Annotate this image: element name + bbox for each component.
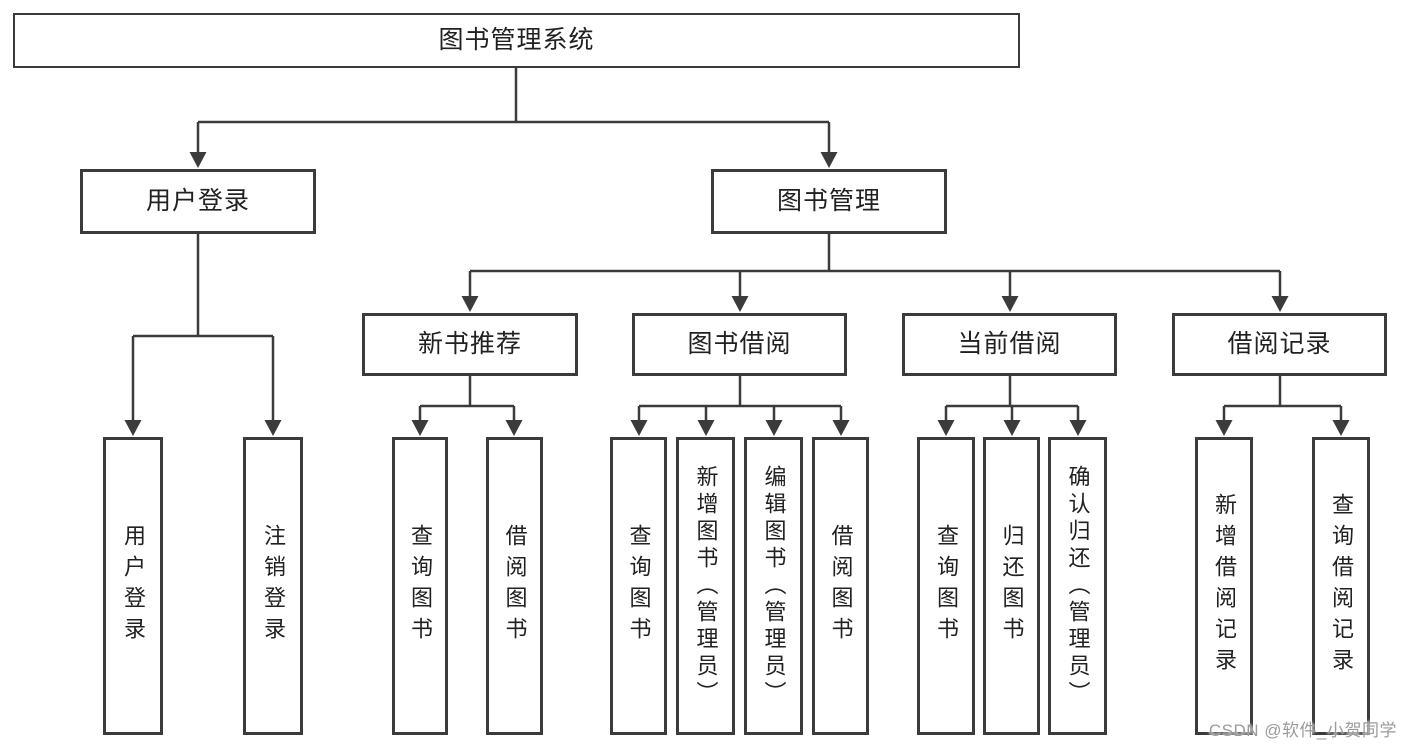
leaf-borrow-books-borrowing: 借阅图书 xyxy=(812,437,869,735)
leaf-borrow-books-borrowing-label: 借阅图书 xyxy=(828,524,854,648)
node-book-management: 图书管理 xyxy=(711,169,947,234)
node-current-borrowing-label: 当前借阅 xyxy=(957,330,1062,358)
leaf-add-books-admin-label: 新增图书（管理员） xyxy=(693,464,719,708)
leaf-edit-books-admin: 编辑图书（管理员） xyxy=(744,437,803,735)
leaf-query-books-recommend-label: 查询图书 xyxy=(408,524,433,648)
node-user-login: 用户登录 xyxy=(80,169,316,234)
leaf-query-books-borrowing: 查询图书 xyxy=(610,437,667,735)
node-new-book-recommendation-label: 新书推荐 xyxy=(417,330,522,358)
leaf-query-books-current: 查询图书 xyxy=(917,437,975,735)
node-book-borrowing-label: 图书借阅 xyxy=(687,330,792,358)
leaf-user-login: 用户登录 xyxy=(103,437,163,735)
leaf-edit-books-admin-label: 编辑图书（管理员） xyxy=(761,464,787,708)
node-book-borrowing: 图书借阅 xyxy=(632,313,847,376)
leaf-logout-login-label: 注销登录 xyxy=(261,524,286,648)
arrowheads xyxy=(124,152,1350,436)
node-current-borrowing: 当前借阅 xyxy=(902,313,1117,376)
leaf-add-borrow-record-label: 新增借阅记录 xyxy=(1212,493,1237,679)
leaf-return-books: 归还图书 xyxy=(983,437,1040,735)
leaf-query-books-borrowing-label: 查询图书 xyxy=(626,524,652,648)
leaf-return-books-label: 归还图书 xyxy=(999,524,1025,648)
leaf-query-books-recommend: 查询图书 xyxy=(392,437,448,735)
node-user-login-label: 用户登录 xyxy=(145,187,250,215)
leaf-query-borrow-record-label: 查询借阅记录 xyxy=(1329,493,1354,679)
leaf-add-borrow-record: 新增借阅记录 xyxy=(1195,437,1253,735)
node-borrowing-records-label: 借阅记录 xyxy=(1227,330,1332,358)
leaf-query-books-current-label: 查询图书 xyxy=(934,524,959,648)
leaf-borrow-books-recommend-label: 借阅图书 xyxy=(502,524,528,648)
node-root-system-label: 图书管理系统 xyxy=(438,26,595,54)
leaf-logout-login: 注销登录 xyxy=(243,437,303,735)
leaf-add-books-admin: 新增图书（管理员） xyxy=(676,437,735,735)
node-new-book-recommendation: 新书推荐 xyxy=(362,313,578,376)
leaf-confirm-return-admin: 确认归还（管理员） xyxy=(1048,437,1107,735)
leaf-borrow-books-recommend: 借阅图书 xyxy=(486,437,543,735)
node-root-system: 图书管理系统 xyxy=(13,13,1020,68)
leaf-query-borrow-record: 查询借阅记录 xyxy=(1312,437,1370,735)
leaf-confirm-return-admin-label: 确认归还（管理员） xyxy=(1065,464,1091,708)
node-borrowing-records: 借阅记录 xyxy=(1172,313,1387,376)
csdn-watermark: CSDN @软件_小贺同学 xyxy=(1208,721,1397,740)
leaf-user-login-label: 用户登录 xyxy=(121,524,146,648)
node-book-management-label: 图书管理 xyxy=(776,187,881,215)
